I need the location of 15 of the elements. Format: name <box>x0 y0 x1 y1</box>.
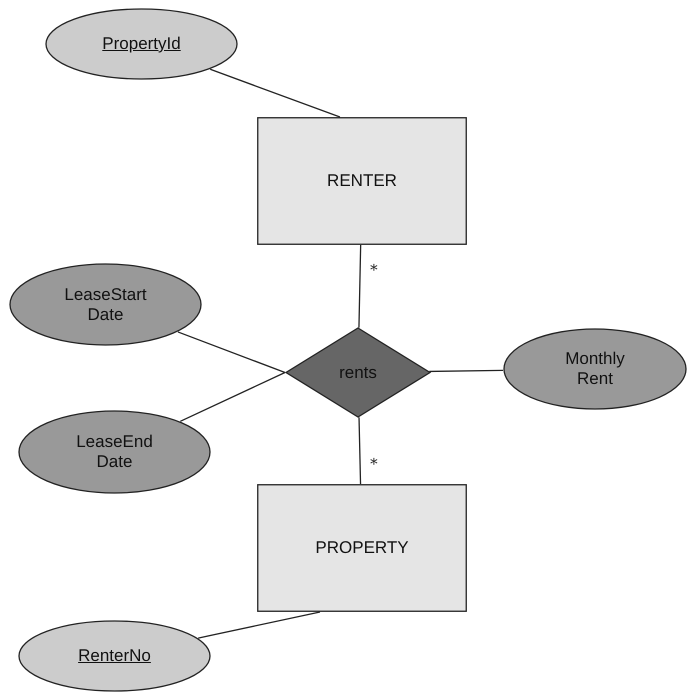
connector-line <box>180 372 286 422</box>
connector-line <box>358 244 362 328</box>
attribute-name: LeaseEnd Date <box>75 432 154 472</box>
key-attribute-name: PropertyId <box>102 34 181 54</box>
key-attribute-name: RenterNo <box>78 646 151 666</box>
connector-line <box>210 68 340 118</box>
connector-line <box>198 611 320 639</box>
relationship-name: rents <box>339 362 377 382</box>
entity-name: PROPERTY <box>315 538 409 558</box>
connector-line <box>358 417 362 484</box>
entity-name: RENTER <box>327 171 397 191</box>
connector-line <box>178 331 286 374</box>
attribute-name: Monthly Rent <box>564 349 626 389</box>
attribute-name: LeaseStart Date <box>63 284 148 324</box>
connector-line <box>429 370 504 372</box>
